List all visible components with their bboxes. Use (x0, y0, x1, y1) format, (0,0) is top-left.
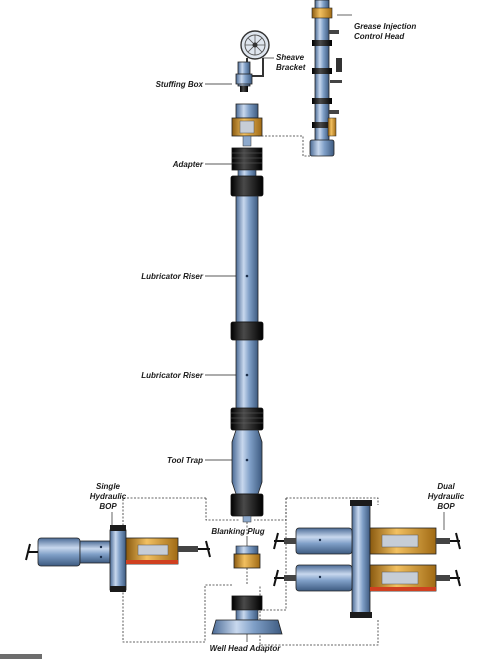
tool-trap (205, 429, 264, 523)
single-hydraulic-bop (25, 512, 211, 592)
single-bop-label-1: Single (96, 482, 121, 491)
well-head-adaptor-label: Well Head Adaptor (210, 644, 282, 653)
dual-hydraulic-bop (273, 500, 461, 618)
footer-bar (0, 654, 42, 659)
single-bop-label-3: BOP (99, 502, 117, 511)
lubricator-riser-2 (205, 339, 264, 431)
blanking-plug (233, 538, 261, 569)
sheave-bracket (240, 30, 274, 77)
control-head-label: Control Head (354, 32, 405, 41)
well-head-adaptor (211, 595, 283, 642)
adapter-label: Adapter (172, 160, 204, 169)
stuffing-box-label: Stuffing Box (156, 80, 204, 89)
lubricator-riser-label-1: Lubricator Riser (141, 272, 204, 281)
grease-injection-label: Grease Injection (354, 22, 416, 31)
lubricator-riser-label-2: Lubricator Riser (141, 371, 204, 380)
dashed-link-head (258, 135, 312, 157)
single-bop-label-2: Hydraulic (90, 492, 127, 501)
sheave-label: Sheave (276, 53, 305, 62)
tool-trap-label: Tool Trap (167, 456, 203, 465)
dashed-connectors (122, 497, 379, 646)
bracket-label: Bracket (276, 63, 306, 72)
upper-adapter (231, 103, 263, 147)
lubricator-riser-1 (205, 169, 264, 341)
grease-injection-control-head (309, 0, 352, 157)
dual-bop-label-2: Hydraulic (428, 492, 465, 501)
dual-bop-label-3: BOP (437, 502, 455, 511)
stuffing-box (205, 61, 253, 92)
blanking-plug-label: Blanking Plug (211, 527, 264, 536)
adapter (205, 147, 263, 171)
dual-bop-label-1: Dual (437, 482, 455, 491)
